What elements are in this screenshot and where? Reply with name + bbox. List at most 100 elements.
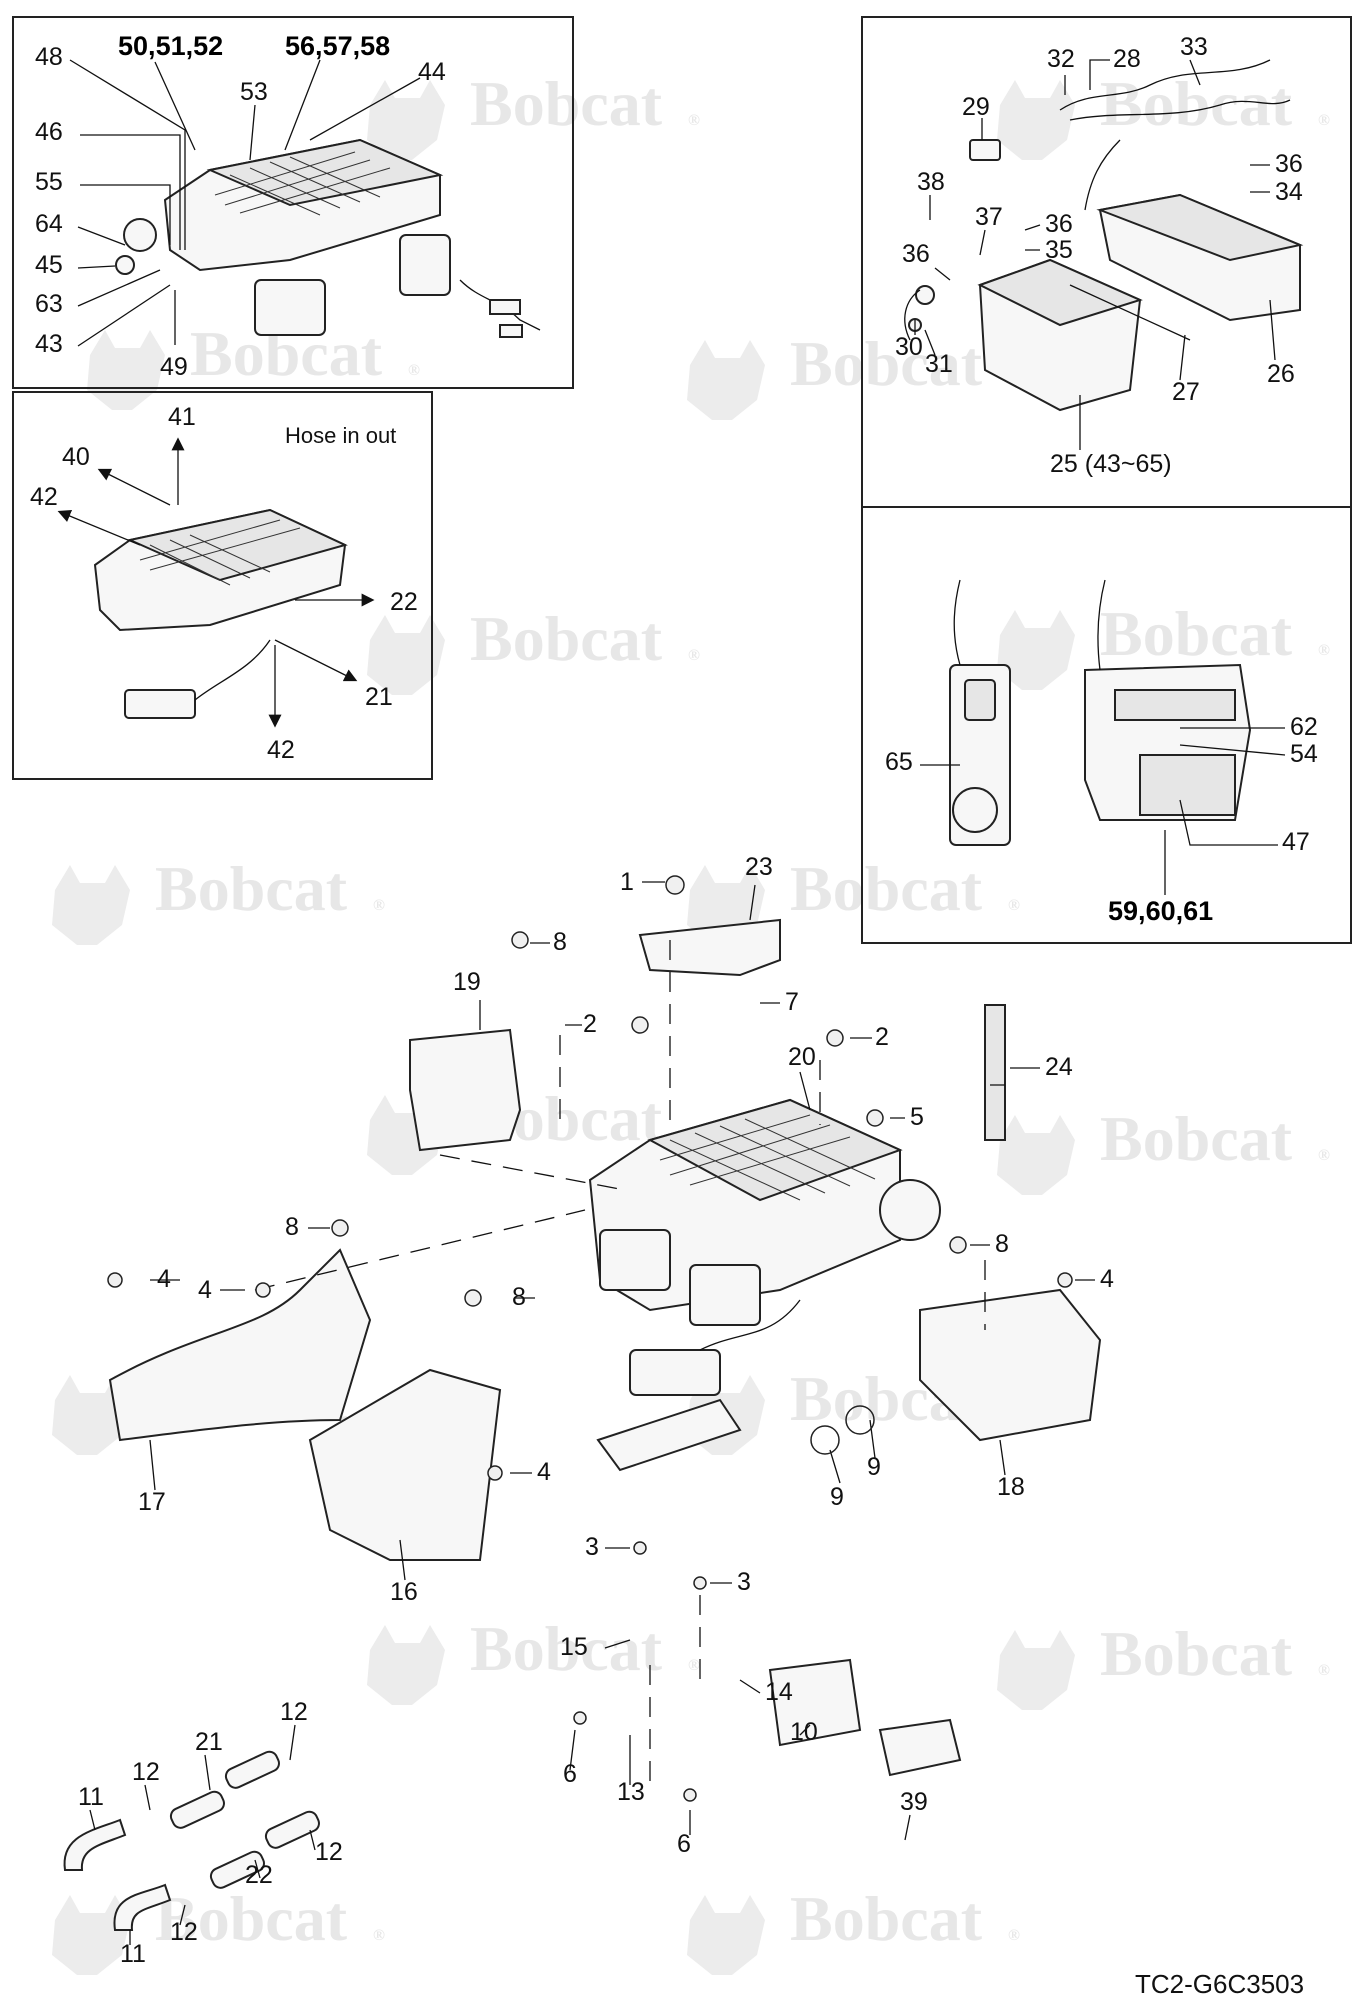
callout-63: 63: [35, 290, 63, 318]
callout-7: 7: [785, 988, 799, 1016]
callout-11-top: 11: [78, 1783, 104, 1811]
callout-21-main: 21: [195, 1728, 223, 1756]
watermark-tile: Bobcat®: [52, 853, 385, 945]
callout-group-59: 59,60,61: [1108, 896, 1213, 926]
heater-unit-top-left: [115, 138, 541, 338]
watermark-logo: [367, 615, 445, 695]
panel-top-left-frame: [12, 16, 574, 389]
callout-54: 54: [1290, 740, 1318, 768]
callout-11-bottom: 11: [120, 1940, 146, 1968]
watermark-logo: [687, 1895, 765, 1975]
callout-group-50: 50,51,52: [118, 31, 223, 61]
watermark-registered: ®: [373, 897, 385, 914]
watermark-logo: [997, 1630, 1075, 1710]
callout-8-top: 8: [553, 928, 567, 956]
watermark-logo: [87, 330, 165, 410]
callout-49: 49: [160, 353, 188, 381]
panel-top-left-callouts: 50,51,52 56,57,58 48 44 53 46 55 64 45 6…: [35, 31, 446, 381]
hose-panel-callouts: 41 40 42 22 21 42: [30, 403, 418, 764]
callout-62: 62: [1290, 713, 1318, 741]
main-callouts: 1 23 8 19 2 7 2 20 24 5 8 4 4 8 8 4 4 17…: [78, 853, 1114, 1968]
diagram-code: TC2-G6C3503: [1135, 1969, 1304, 1999]
watermark-logo: [367, 80, 445, 160]
callout-15: 15: [560, 1633, 588, 1661]
callout-16: 16: [390, 1578, 418, 1606]
callout-31: 31: [925, 350, 953, 378]
callout-group-56: 56,57,58: [285, 31, 390, 61]
callout-35: 35: [1045, 236, 1073, 264]
panel-top-right-callouts: 32 28 33 29 36 34 38 37 36 35 36 30 31 2…: [895, 33, 1303, 478]
callout-13: 13: [617, 1778, 645, 1806]
bolts: [107, 875, 1073, 1802]
callout-9-left: 9: [830, 1483, 844, 1511]
callout-2-left: 2: [583, 1010, 597, 1038]
callout-36-c: 36: [902, 240, 930, 268]
callout-37: 37: [975, 203, 1003, 231]
callout-46: 46: [35, 118, 63, 146]
callout-43: 43: [35, 330, 63, 358]
callout-45: 45: [35, 251, 63, 279]
watermark-tile: Bobcat ®: [997, 598, 1330, 690]
watermark-logo: [997, 610, 1075, 690]
callout-3-right: 3: [737, 1568, 751, 1596]
callout-27: 27: [1172, 378, 1200, 406]
watermark-tile: Bobcat ®: [997, 1103, 1330, 1195]
watermark-brand: Bobcat: [1100, 598, 1293, 669]
callout-36-b: 36: [1045, 210, 1073, 238]
callout-22-hose: 22: [390, 588, 418, 616]
callout-8-mid: 8: [512, 1283, 526, 1311]
callout-26: 26: [1267, 360, 1295, 388]
watermark-logo: [687, 340, 765, 420]
callout-39: 39: [900, 1788, 928, 1816]
hose-arrows: [57, 437, 375, 728]
callout-42-lower: 42: [267, 736, 295, 764]
watermark-brand: Bobcat: [1100, 1103, 1293, 1174]
callout-4-mid: 4: [537, 1458, 551, 1486]
watermark-brand: Bobcat: [790, 328, 983, 399]
callout-20: 20: [788, 1043, 816, 1071]
callout-28: 28: [1113, 45, 1141, 73]
callout-18: 18: [997, 1473, 1025, 1501]
main-heater-unit: [588, 1098, 941, 1396]
callout-4-left-b: 4: [198, 1276, 212, 1304]
watermark-registered: ®: [373, 1927, 385, 1944]
watermark-registered: ®: [688, 112, 700, 129]
callout-65: 65: [885, 748, 913, 776]
callout-12-top: 12: [280, 1698, 308, 1726]
callout-4-right: 4: [1100, 1265, 1114, 1293]
watermark-tile: Bobcat®: [367, 603, 700, 695]
watermark-logo: [52, 1895, 130, 1975]
watermark-brand: Bobcat: [1100, 1618, 1293, 1689]
callout-6-bottom: 6: [677, 1830, 691, 1858]
watermark-tile: Bobcat®: [997, 68, 1330, 160]
watermark-registered: ®: [1318, 642, 1330, 659]
hose-in-out-title: Hose in out: [285, 423, 396, 448]
callout-12-left: 12: [132, 1758, 160, 1786]
watermark-tile: Bobcat®: [367, 1613, 700, 1705]
watermark-registered: ®: [1318, 112, 1330, 129]
watermark-registered: ®: [1318, 1662, 1330, 1679]
watermark-registered: ®: [408, 362, 420, 379]
watermark-tile: Bobcat ®: [367, 68, 700, 160]
callout-55: 55: [35, 168, 63, 196]
watermark-registered: ®: [1008, 1927, 1020, 1944]
watermark-registered: ®: [1318, 1147, 1330, 1164]
watermark-tile: Bobcat®: [87, 318, 420, 410]
callout-25-assembly: 25 (43~65): [1050, 450, 1172, 478]
watermark-tile: Bobcat®: [687, 328, 1020, 420]
callout-1: 1: [620, 868, 634, 896]
callout-9-right: 9: [867, 1453, 881, 1481]
callout-38: 38: [917, 168, 945, 196]
watermark-registered: ®: [688, 1657, 700, 1674]
callout-8-right: 8: [995, 1230, 1009, 1258]
callout-4-left-a: 4: [157, 1265, 171, 1293]
watermark-logo: [367, 1625, 445, 1705]
panel-hose-frame: [12, 391, 433, 780]
watermark-brand: Bobcat: [470, 68, 663, 139]
watermark-logo: [52, 1375, 130, 1455]
callout-42-upper: 42: [30, 483, 58, 511]
callout-2-right: 2: [875, 1023, 889, 1051]
callout-53: 53: [240, 78, 268, 106]
watermark-brand: Bobcat: [790, 853, 983, 924]
